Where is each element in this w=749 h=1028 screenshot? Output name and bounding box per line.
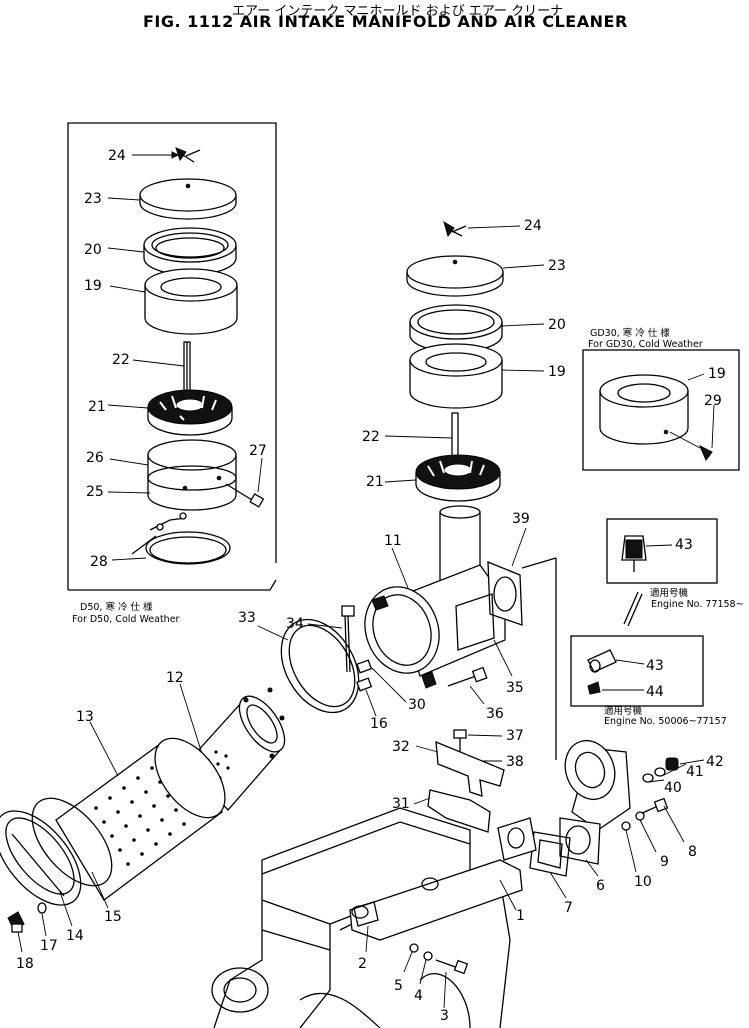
callout-39: 39: [512, 511, 530, 527]
element-case-part: [147, 439, 237, 511]
callout-26: 26: [86, 450, 104, 466]
callout-20a: 20: [84, 242, 102, 258]
note-serial-a-en: Engine No. 77158~: [651, 599, 744, 610]
callout-13: 13: [76, 709, 94, 725]
note-d50-jp: D50, 寒 冷 仕 様: [80, 601, 153, 613]
callout-30: 35: [506, 680, 524, 696]
callout-11: 11: [384, 533, 402, 549]
indicator-box-b: [570, 635, 704, 707]
callout-29: 29: [704, 393, 722, 409]
callout-18: 18: [16, 956, 34, 972]
bolt-27-part: [225, 483, 265, 508]
bolt-16-part: [447, 666, 488, 687]
seal-ring-part: [143, 227, 237, 276]
callout-10: 10: [634, 874, 652, 890]
callout-43b: 43: [646, 658, 664, 674]
bracket-32-part: [435, 740, 505, 797]
main-cleaner-top-group: [384, 220, 545, 502]
callout-22a: 22: [112, 352, 130, 368]
callout-31: 31: [392, 796, 410, 812]
callout-25: 25: [86, 484, 104, 500]
callout-8: 8: [688, 844, 697, 860]
dust-cup-main-part: [409, 343, 503, 409]
note-gd30-jp: GD30, 寒 冷 仕 様: [590, 327, 670, 339]
nut-35-part: [356, 659, 373, 674]
d50-cold-weather-group: [67, 122, 277, 591]
washer-4-part: [423, 951, 433, 961]
callout-23a: 23: [84, 191, 102, 207]
callout-24b: 24: [524, 218, 542, 234]
callout-28: 28: [90, 554, 108, 570]
callout-16: 36: [486, 706, 504, 722]
callout-23b: 23: [548, 258, 566, 274]
callout-1: 1: [516, 908, 525, 924]
callout-32: 32: [392, 739, 410, 755]
callout-5: 5: [394, 978, 403, 994]
callout-17: 17: [40, 938, 58, 954]
callout-38: 38: [506, 754, 524, 770]
wing-bolt-part: [175, 147, 201, 163]
cleaner-cover-main-part: [406, 255, 504, 297]
callout-12: 12: [166, 670, 184, 686]
callout-44: 44: [646, 684, 664, 700]
callout-36: 16: [370, 716, 388, 732]
callout-9: 9: [660, 854, 669, 870]
note-serial-a-jp: 適用号機: [650, 587, 689, 599]
callout-37: 37: [506, 728, 524, 744]
bolt-37-part: [453, 729, 467, 752]
gasket-15-part: [31, 797, 113, 887]
callout-21b: 21: [366, 474, 384, 490]
vane-main-part: [415, 454, 501, 502]
callout-19c: 19: [708, 366, 726, 382]
callout-19b: 19: [548, 364, 566, 380]
callout-14: 14: [66, 928, 84, 944]
engine-block-group: [211, 807, 537, 1028]
figure-title: FIG. 1112 AIR INTAKE MANIFOLD AND AIR CL…: [143, 12, 628, 31]
bolt-34-part: [341, 605, 355, 673]
vane-part: [147, 389, 233, 436]
callout-22b: 22: [362, 429, 380, 445]
callout-20b: 20: [548, 317, 566, 333]
clamp-28-part: [131, 512, 231, 565]
seal-ring-main-part: [409, 304, 503, 353]
callout-33: 33: [238, 610, 256, 626]
callout-40: 40: [664, 780, 682, 796]
callout-4: 4: [414, 988, 423, 1004]
dust-cup-part: [144, 268, 238, 335]
callout-41: 41: [686, 764, 704, 780]
callout-24a: 24: [108, 148, 126, 164]
bracket-31-part: [427, 789, 491, 833]
callout-3: 3: [440, 1008, 449, 1024]
callout-35: 30: [408, 697, 426, 713]
indicator-box-a: [606, 518, 718, 627]
callout-42: 42: [706, 754, 724, 770]
callout-6: 6: [596, 878, 605, 894]
callout-19a: 19: [84, 278, 102, 294]
japanese-title: エアー インテーク マニホールド および エアー クリーナ: [232, 4, 564, 19]
nut-36-part: [356, 677, 373, 692]
callout-7: 7: [564, 900, 573, 916]
callout-27: 27: [249, 443, 267, 459]
washer-5-part: [409, 943, 419, 953]
note-gd30-en: For GD30, Cold Weather: [588, 339, 703, 350]
wing-bolt-main-part: [443, 220, 467, 238]
cleaner-body-group: [364, 505, 523, 689]
callout-15: 15: [104, 909, 122, 925]
callout-43a: 43: [675, 537, 693, 553]
outer-element-13-part: [55, 737, 226, 901]
cleaner-cover-part: [139, 178, 237, 220]
bolt-3-part: [435, 959, 469, 975]
end-cover-14-part: [0, 810, 82, 906]
elbow-group: [521, 557, 679, 877]
gd30-cold-weather-group: [582, 349, 740, 471]
note-serial-b-en: Engine No. 50006~77157: [604, 716, 727, 727]
callout-2: 2: [358, 956, 367, 972]
valve-18-part: [7, 911, 25, 933]
note-d50-en: For D50, Cold Weather: [72, 614, 180, 625]
callout-34: 34: [286, 616, 304, 632]
wing-nut-17-part: [37, 902, 47, 914]
callout-21a: 21: [88, 399, 106, 415]
note-serial-b-jp: 適用号機: [604, 705, 643, 717]
